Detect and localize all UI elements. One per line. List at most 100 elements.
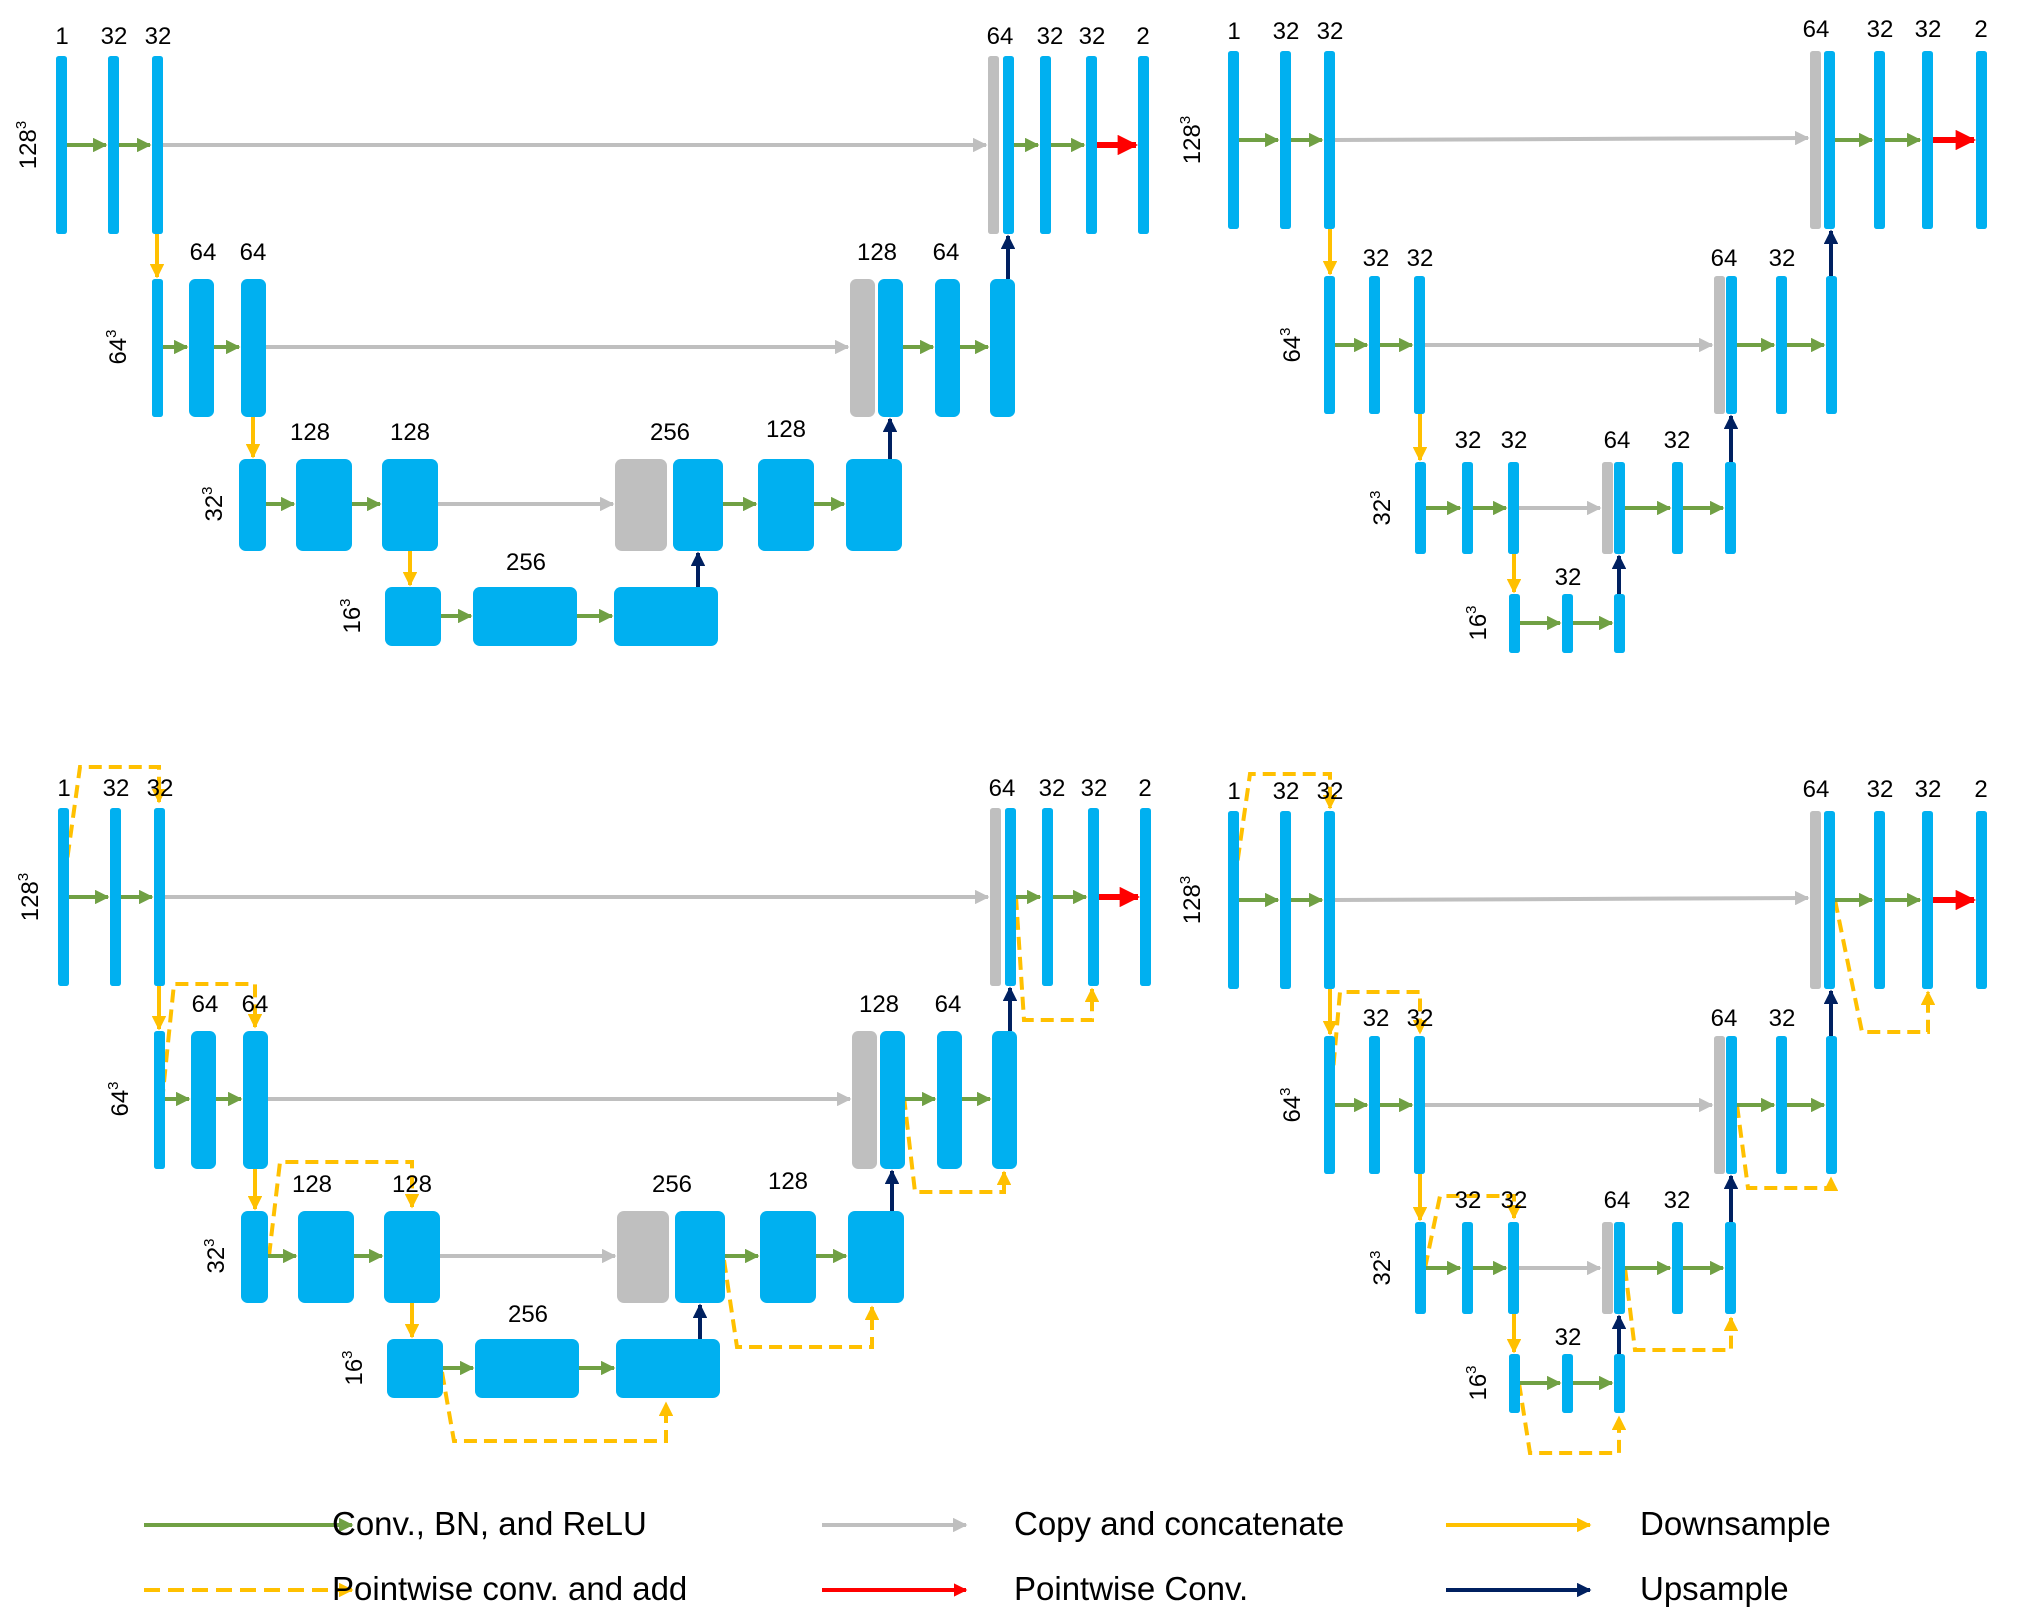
tr-resolution-label-2-exponent: 3 xyxy=(1277,327,1294,335)
tr-feature-block-8 xyxy=(1462,462,1473,554)
bl-feature-block-20 xyxy=(992,1031,1017,1169)
tl-channel-label-5: 64 xyxy=(240,239,267,266)
feature-blocks-layer xyxy=(56,51,1987,1413)
tl-resolution-label-3-value: 32 xyxy=(201,495,228,522)
br-channel-label-2: 32 xyxy=(1273,778,1300,805)
tr-channel-label-16: 2 xyxy=(1974,16,1987,43)
bl-resolution-label-2-value: 64 xyxy=(107,1090,134,1117)
br-feature-block-14 xyxy=(1614,1222,1625,1314)
bl-channel-label-11: 128 xyxy=(859,991,899,1018)
br-feature-block-5 xyxy=(1369,1036,1380,1174)
tl-feature-block-23 xyxy=(1040,56,1051,234)
br-copy-arrow-1 xyxy=(1334,890,1810,906)
tr-resolution-label-1: 1283 xyxy=(1177,116,1206,164)
bl-feature-block-15 xyxy=(760,1211,816,1303)
bl-residual-arrow-7 xyxy=(1014,896,1100,1022)
legend-up-label: Upsample xyxy=(1640,1570,1789,1607)
tl-resolution-label-4: 163 xyxy=(337,598,366,633)
tr-resolution-label-3-value: 32 xyxy=(1369,499,1396,526)
br-channel-label-11: 64 xyxy=(1711,1005,1738,1032)
tl-channel-label-7: 128 xyxy=(390,419,430,446)
br-concat-block-17 xyxy=(1714,1036,1725,1174)
bl-feature-block-25 xyxy=(1140,808,1151,986)
bl-feature-block-6 xyxy=(243,1031,268,1169)
tl-resolution-label-2-value: 64 xyxy=(105,338,132,365)
tl-feature-block-19 xyxy=(935,279,960,417)
tr-feature-block-20 xyxy=(1826,276,1837,414)
tl-feature-block-5 xyxy=(189,279,214,417)
tr-feature-block-9 xyxy=(1508,462,1519,554)
bl-feature-block-18 xyxy=(880,1031,905,1169)
tr-feature-block-10 xyxy=(1509,594,1520,653)
br-channel-label-5: 32 xyxy=(1407,1005,1434,1032)
br-feature-block-19 xyxy=(1776,1036,1787,1174)
tr-channel-label-15: 32 xyxy=(1915,16,1942,43)
bl-feature-block-1 xyxy=(58,808,69,986)
tl-feature-block-11 xyxy=(473,587,577,646)
legend-copy-label: Copy and concatenate xyxy=(1014,1505,1344,1542)
tr-feature-block-6 xyxy=(1414,276,1425,414)
bl-channel-label-6: 128 xyxy=(292,1171,332,1198)
bl-resolution-label-4-exponent: 3 xyxy=(339,1350,356,1358)
bl-resolution-label-3-value: 32 xyxy=(203,1247,230,1274)
tl-feature-block-15 xyxy=(758,459,814,551)
tr-feature-block-2 xyxy=(1280,51,1291,229)
tl-feature-block-6 xyxy=(241,279,266,417)
tr-feature-block-7 xyxy=(1415,462,1426,554)
br-feature-block-9 xyxy=(1508,1222,1519,1314)
br-residual-arrow-1 xyxy=(1230,772,1338,901)
bl-resolution-label-4-value: 16 xyxy=(341,1359,368,1386)
tr-resolution-label-2-value: 64 xyxy=(1279,336,1306,363)
bl-concat-block-13 xyxy=(617,1211,669,1303)
tl-feature-block-14 xyxy=(673,459,723,551)
tr-feature-block-14 xyxy=(1614,462,1625,554)
tr-feature-block-11 xyxy=(1562,594,1573,653)
tr-feature-block-25 xyxy=(1976,51,1987,229)
tr-feature-block-18 xyxy=(1726,276,1737,414)
br-feature-block-7 xyxy=(1415,1222,1426,1314)
br-resolution-label-4: 163 xyxy=(1463,1365,1492,1400)
bl-feature-block-16 xyxy=(848,1211,904,1303)
br-resolution-label-2-exponent: 3 xyxy=(1277,1087,1294,1095)
br-residual-arrow-6 xyxy=(1735,1104,1839,1191)
br-feature-block-3 xyxy=(1324,811,1335,989)
br-channel-label-9: 64 xyxy=(1604,1187,1631,1214)
bl-feature-block-11 xyxy=(475,1339,579,1398)
bl-feature-block-23 xyxy=(1042,808,1053,986)
bl-concat-block-21 xyxy=(990,808,1001,986)
tr-feature-block-5 xyxy=(1369,276,1380,414)
tr-resolution-label-1-exponent: 3 xyxy=(1177,116,1194,124)
tr-channel-label-4: 32 xyxy=(1363,245,1390,272)
br-channel-label-3: 32 xyxy=(1317,778,1344,805)
bl-residual-arrow-5 xyxy=(722,1259,880,1349)
tl-feature-block-4 xyxy=(152,279,163,417)
br-concat-block-21 xyxy=(1810,811,1821,989)
br-resolution-label-1-exponent: 3 xyxy=(1177,876,1194,884)
tl-concat-block-13 xyxy=(615,459,667,551)
bl-channel-label-2: 32 xyxy=(103,775,130,802)
br-feature-block-2 xyxy=(1280,811,1291,989)
bl-residual-arrow-4 xyxy=(440,1371,674,1443)
br-feature-block-12 xyxy=(1614,1354,1625,1413)
tr-channel-label-7: 32 xyxy=(1501,427,1528,454)
tl-feature-block-7 xyxy=(239,459,266,551)
tl-feature-block-3 xyxy=(152,56,163,234)
tl-resolution-label-3: 323 xyxy=(199,486,228,521)
br-channel-label-16: 2 xyxy=(1974,776,1987,803)
tl-channel-label-13: 64 xyxy=(987,23,1014,50)
tr-resolution-label-3-exponent: 3 xyxy=(1367,490,1384,498)
tl-channel-label-16: 2 xyxy=(1136,23,1149,50)
tr-feature-block-3 xyxy=(1324,51,1335,229)
tl-channel-label-4: 64 xyxy=(190,239,217,266)
tr-channel-label-1: 1 xyxy=(1227,18,1240,45)
bl-resolution-label-2-exponent: 3 xyxy=(105,1081,122,1089)
bl-channel-label-13: 64 xyxy=(989,775,1016,802)
tr-concat-block-13 xyxy=(1602,462,1613,554)
bl-residual-arrow-3 xyxy=(267,1160,420,1257)
tr-channel-label-14: 32 xyxy=(1867,16,1894,43)
bl-feature-block-3 xyxy=(154,808,165,986)
bl-resolution-label-2: 643 xyxy=(105,1081,134,1116)
bl-residual-arrow-6 xyxy=(902,1096,1012,1194)
